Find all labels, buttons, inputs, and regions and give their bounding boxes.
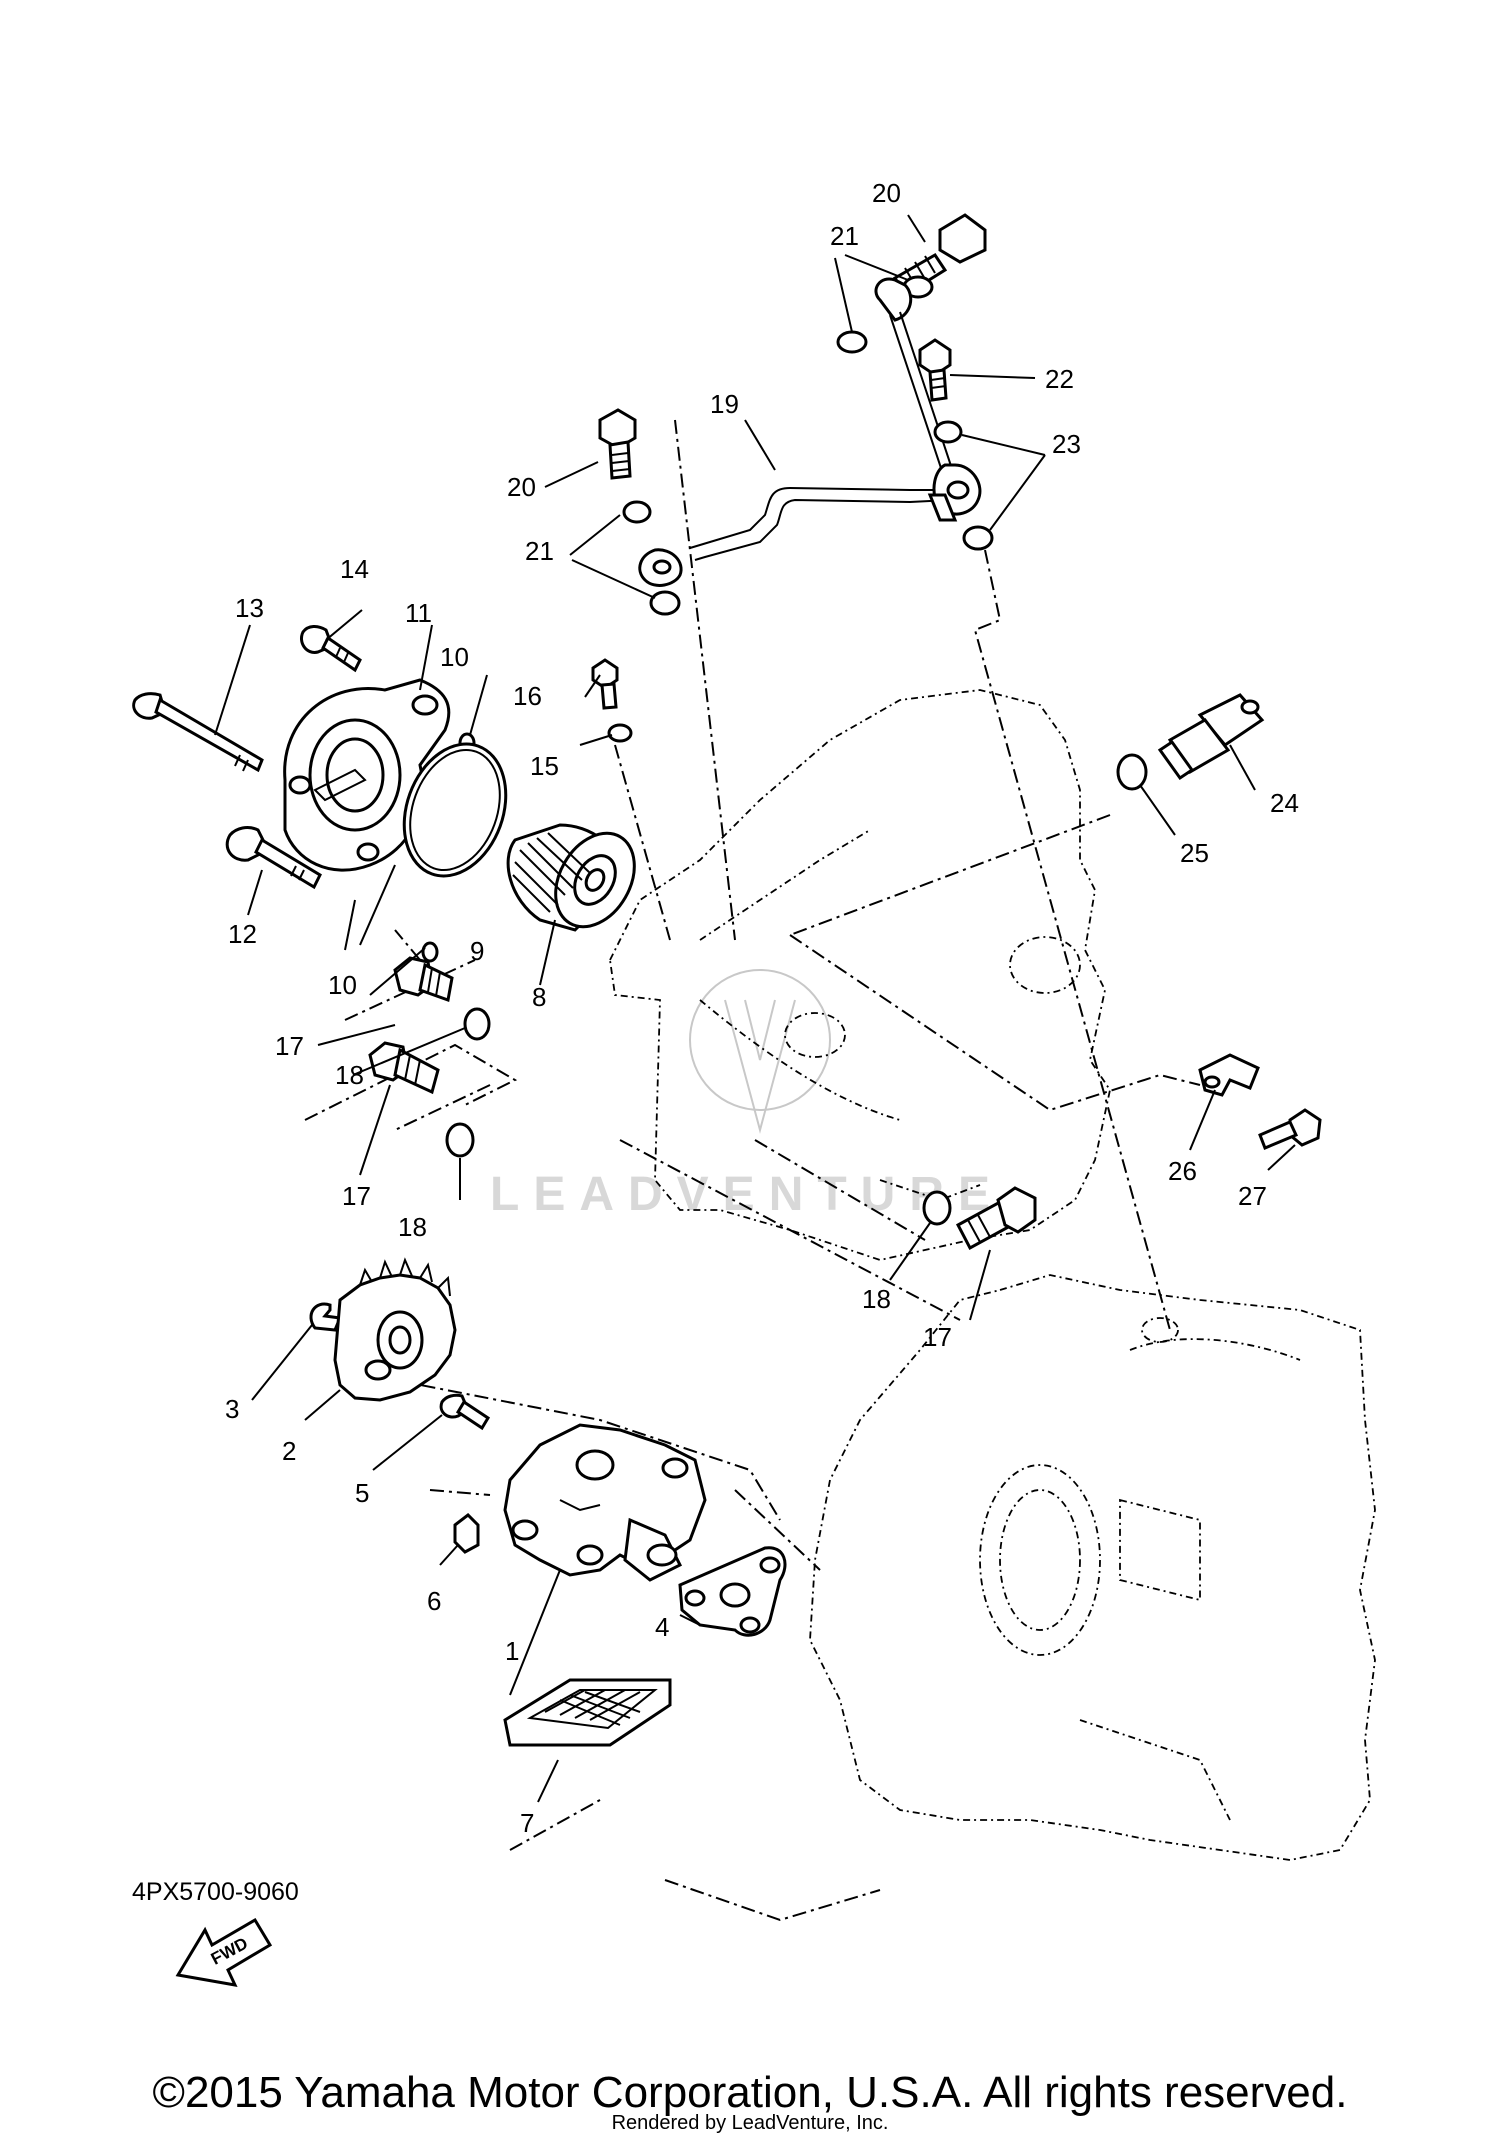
copyright-notice: ©2015 Yamaha Motor Corporation, U.S.A. A… — [152, 2068, 1348, 2117]
callout-4: 4 — [655, 1612, 669, 1642]
callout-9: 9 — [470, 936, 484, 966]
callout-24: 24 — [1270, 788, 1299, 818]
oil-sender-24 — [1157, 693, 1265, 781]
callout-21b: 21 — [525, 536, 554, 566]
callout-15: 15 — [530, 751, 559, 781]
callout-2: 2 — [282, 1436, 296, 1466]
callout-6: 6 — [427, 1586, 441, 1616]
o-ring-25 — [1116, 753, 1148, 791]
callout-12: 12 — [228, 919, 257, 949]
callout-20b: 20 — [507, 472, 536, 502]
callout-23: 23 — [1052, 429, 1081, 459]
watermark: LEADVENTURE — [490, 969, 1004, 1221]
callout-27: 27 — [1238, 1181, 1267, 1211]
oil-filter-8 — [506, 823, 636, 932]
banjo-bolt-22 — [918, 338, 952, 402]
drawing-number: 4PX5700-9060 — [132, 1878, 299, 1906]
callout-10a: 10 — [440, 642, 469, 672]
callout-7: 7 — [520, 1808, 534, 1838]
callout-1: 1 — [505, 1636, 519, 1666]
callout-21a: 21 — [830, 221, 859, 251]
callout-numbers: 1 2 3 4 5 6 7 8 9 10 10 11 12 13 14 15 1… — [225, 178, 1299, 1838]
bolt-27 — [1258, 1108, 1322, 1150]
assembly-leader-lines — [304, 419, 1201, 1922]
rendered-by-notice: Rendered by LeadVenture, Inc. — [611, 2112, 889, 2134]
crankcase-cover-outline — [609, 689, 1111, 1261]
callout-20a: 20 — [872, 178, 901, 208]
callout-17a: 17 — [275, 1031, 304, 1061]
fwd-arrow-icon: FWD — [175, 1917, 273, 1987]
dowel-pin-6 — [453, 1513, 480, 1554]
bolt-12 — [225, 826, 322, 890]
oil-pump-gear-2 — [333, 1257, 457, 1402]
bolt-14 — [300, 625, 362, 673]
callout-18c: 18 — [862, 1284, 891, 1314]
washer-15 — [607, 723, 633, 743]
callout-leaders — [214, 214, 1296, 1803]
callout-8: 8 — [532, 982, 546, 1012]
gasket-ring-9 — [402, 742, 508, 878]
washers-23 — [933, 420, 994, 551]
drain-plug-17-c — [955, 1186, 1037, 1251]
washer-18-c — [922, 1190, 952, 1226]
washer-18-b — [445, 1122, 475, 1158]
oil-pump-1 — [503, 1423, 707, 1582]
callout-5: 5 — [355, 1478, 369, 1508]
callout-22: 22 — [1045, 364, 1074, 394]
callout-13: 13 — [235, 593, 264, 623]
long-bolt-13 — [132, 692, 264, 773]
banjo-bolt-20-left — [598, 408, 637, 480]
callout-10b: 10 — [328, 970, 357, 1000]
callout-18a: 18 — [335, 1060, 364, 1090]
washers-21-left — [622, 500, 681, 616]
callout-17b: 17 — [342, 1181, 371, 1211]
callout-16: 16 — [513, 681, 542, 711]
watermark-text: LEADVENTURE — [490, 1168, 1004, 1221]
crankcase-outline — [809, 1274, 1376, 1861]
callout-18b: 18 — [398, 1212, 427, 1242]
washer-18-a — [463, 1007, 491, 1041]
drain-plug-17-b — [368, 1041, 440, 1095]
gasket-plate-4 — [678, 1546, 787, 1637]
callout-26: 26 — [1168, 1156, 1197, 1186]
callout-3: 3 — [225, 1394, 239, 1424]
callout-14: 14 — [340, 554, 369, 584]
callout-19: 19 — [710, 389, 739, 419]
bolt-16 — [591, 658, 619, 710]
drain-plug-17-a — [393, 956, 454, 1003]
oil-delivery-pipe-19 — [638, 277, 982, 587]
clamp-26 — [1198, 1053, 1260, 1097]
circlip-3 — [309, 1302, 343, 1332]
screw-5 — [439, 1393, 491, 1431]
oil-strainer-7 — [503, 1678, 672, 1747]
callout-17c: 17 — [923, 1322, 952, 1352]
callout-25: 25 — [1180, 838, 1209, 868]
callout-11: 11 — [405, 598, 432, 628]
